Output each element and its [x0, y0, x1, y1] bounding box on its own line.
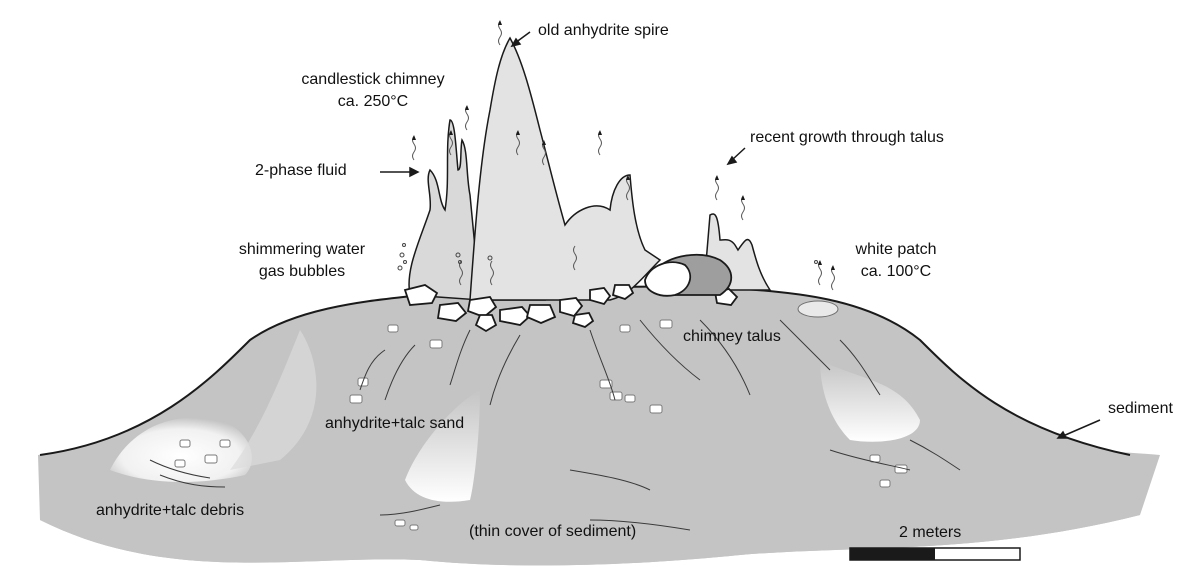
label-white-patch-temp: ca. 100°C — [846, 262, 946, 282]
label-recent-growth: recent growth through talus — [750, 128, 944, 148]
label-shimmering-water: shimmering water — [227, 240, 377, 260]
label-two-phase-fluid: 2-phase fluid — [255, 161, 347, 181]
candlestick-chimney — [409, 120, 480, 300]
label-old-anhydrite-spire: old anhydrite spire — [538, 21, 669, 41]
label-anhydrite-talc-debris: anhydrite+talc debris — [96, 501, 244, 521]
label-gas-bubbles: gas bubbles — [227, 262, 377, 282]
label-candlestick-chimney: candlestick chimney — [288, 70, 458, 90]
old-anhydrite-spire — [470, 38, 660, 300]
label-anhydrite-talc-sand: anhydrite+talc sand — [325, 414, 464, 434]
label-candlestick-temp: ca. 250°C — [288, 92, 458, 112]
label-sediment: sediment — [1108, 399, 1173, 419]
scale-bar — [850, 548, 1020, 560]
scale-bar-label: 2 meters — [899, 524, 961, 542]
white-patch-marker — [798, 301, 838, 317]
label-thin-cover-sediment: (thin cover of sediment) — [469, 522, 636, 542]
label-white-patch: white patch — [846, 240, 946, 260]
label-chimney-talus: chimney talus — [683, 327, 781, 347]
